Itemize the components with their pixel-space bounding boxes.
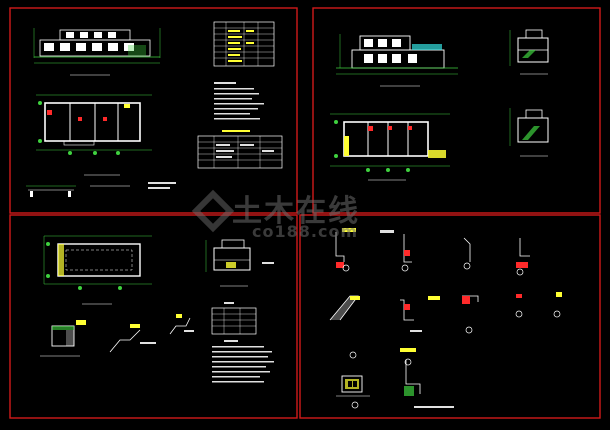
ground-floor-plan bbox=[36, 94, 152, 176]
sheet-bottom-right bbox=[329, 228, 562, 409]
detail-row-3 bbox=[336, 348, 454, 408]
roof-plan bbox=[43, 235, 152, 305]
bottom-left-details bbox=[40, 314, 194, 357]
section-2-2 bbox=[509, 108, 549, 157]
detail-circles bbox=[342, 262, 561, 409]
detail-row-2 bbox=[329, 292, 562, 332]
sheet-bottom-left bbox=[40, 235, 274, 383]
front-elevation bbox=[33, 28, 161, 76]
schedule-table-3 bbox=[211, 302, 257, 335]
watermark-en: co188.com bbox=[252, 222, 359, 241]
sheet-top-right bbox=[330, 29, 549, 181]
schedule-table-2 bbox=[197, 130, 283, 169]
second-floor-plan bbox=[330, 113, 450, 181]
watermark-cn: 土木在线 bbox=[232, 194, 360, 229]
detail-row-1 bbox=[335, 228, 530, 268]
design-notes bbox=[214, 82, 264, 120]
section-1-1 bbox=[509, 29, 549, 75]
sheet-top-left bbox=[26, 21, 283, 197]
section-3-3 bbox=[205, 239, 274, 287]
sheet-bottom-left-frame bbox=[9, 214, 298, 419]
sheet-top-right-frame bbox=[312, 7, 601, 214]
sheet-bottom-right-frame bbox=[299, 214, 601, 419]
sheet-top-left-frame bbox=[9, 7, 298, 214]
construction-notes bbox=[212, 340, 274, 383]
rear-elevation bbox=[336, 34, 458, 87]
sheet-frames bbox=[9, 7, 601, 419]
schedule-table-1 bbox=[213, 21, 275, 67]
foundation-detail bbox=[26, 182, 176, 197]
